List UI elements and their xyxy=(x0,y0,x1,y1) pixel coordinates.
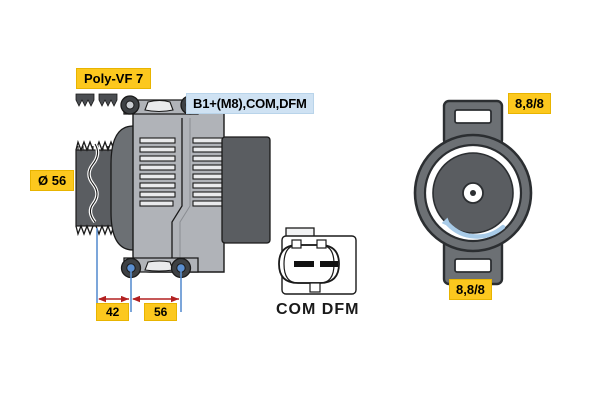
dimension-lines xyxy=(96,228,182,312)
belt-groove-profile-icon xyxy=(75,93,95,107)
connector-plug-view xyxy=(278,227,357,295)
slip-ring-cover xyxy=(221,136,271,244)
label-dimension-56: 56 xyxy=(144,303,178,321)
label-dimension-42: 42 xyxy=(96,303,130,321)
stator-housing xyxy=(132,111,225,273)
mounting-feet xyxy=(120,257,199,279)
rotation-arrow-icon xyxy=(441,217,506,239)
mounting-bracket-front-view xyxy=(413,99,533,286)
label-bolt-grade-top: 8,8/8 xyxy=(508,93,551,114)
label-bolt-grade-bottom: 8,8/8 xyxy=(449,279,492,300)
label-terminals: B1+(M8),COM,DFM xyxy=(186,93,314,114)
label-connector-pins: COM DFM xyxy=(276,301,360,318)
top-mounting-ear xyxy=(120,95,200,115)
label-pulley-diameter: Ø 56 xyxy=(30,170,75,191)
label-belt-profile: Poly-VF 7 xyxy=(76,68,152,89)
belt-groove-profile-icon xyxy=(98,93,118,107)
